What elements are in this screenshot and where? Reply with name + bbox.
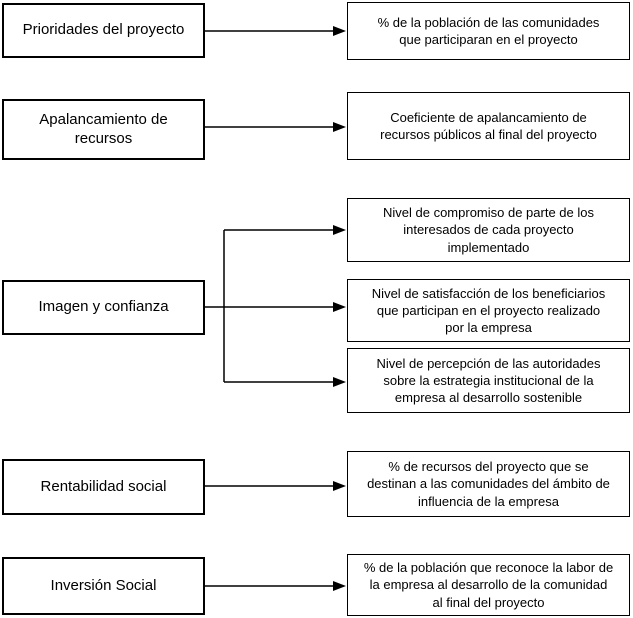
source-box-inversion-social: Inversión Social: [2, 557, 205, 615]
source-box-rentabilidad-social: Rentabilidad social: [2, 459, 205, 515]
indicator-label: Nivel de percepción de las autoridades s…: [376, 355, 601, 406]
indicator-label: Nivel de satisfacción de los beneficiari…: [371, 285, 606, 336]
source-label: Rentabilidad social: [40, 477, 167, 495]
source-box-prioridades-del-proyecto: Prioridades del proyecto: [2, 3, 205, 58]
indicator-label: Coeficiente de apalancamiento de recurso…: [380, 109, 597, 142]
indicator-label: % de la población de las comunidades que…: [377, 14, 600, 47]
connector-lines: [205, 26, 346, 591]
indicator-box-nivel-compromiso: Nivel de compromiso de parte de los inte…: [347, 198, 630, 262]
indicator-label: Nivel de compromiso de parte de los inte…: [383, 205, 594, 255]
indicator-box-poblacion-participa: % de la población de las comunidades que…: [347, 2, 630, 60]
indicator-box-poblacion-reconoce: % de la población que reconoce la labor …: [347, 554, 630, 616]
indicator-box-coeficiente-apalancamiento: Coeficiente de apalancamiento de recurso…: [347, 92, 630, 160]
indicator-label: % de recursos del proyecto que se destin…: [367, 459, 610, 509]
source-label: Prioridades del proyecto: [22, 21, 185, 39]
indicator-label: % de la población que reconoce la labor …: [363, 560, 614, 610]
indicator-box-nivel-satisfaccion: Nivel de satisfacción de los beneficiari…: [347, 279, 630, 342]
source-box-apalancamiento-de-recursos: Apalancamiento de recursos: [2, 99, 205, 160]
source-label: Apalancamiento de recursos: [39, 110, 168, 147]
indicator-box-recursos-destinados: % de recursos del proyecto que se destin…: [347, 451, 630, 517]
source-label: Inversión Social: [50, 576, 157, 594]
source-box-imagen-y-confianza: Imagen y confianza: [2, 280, 205, 335]
source-label: Imagen y confianza: [38, 298, 169, 316]
indicator-box-nivel-percepcion: Nivel de percepción de las autoridades s…: [347, 348, 630, 413]
